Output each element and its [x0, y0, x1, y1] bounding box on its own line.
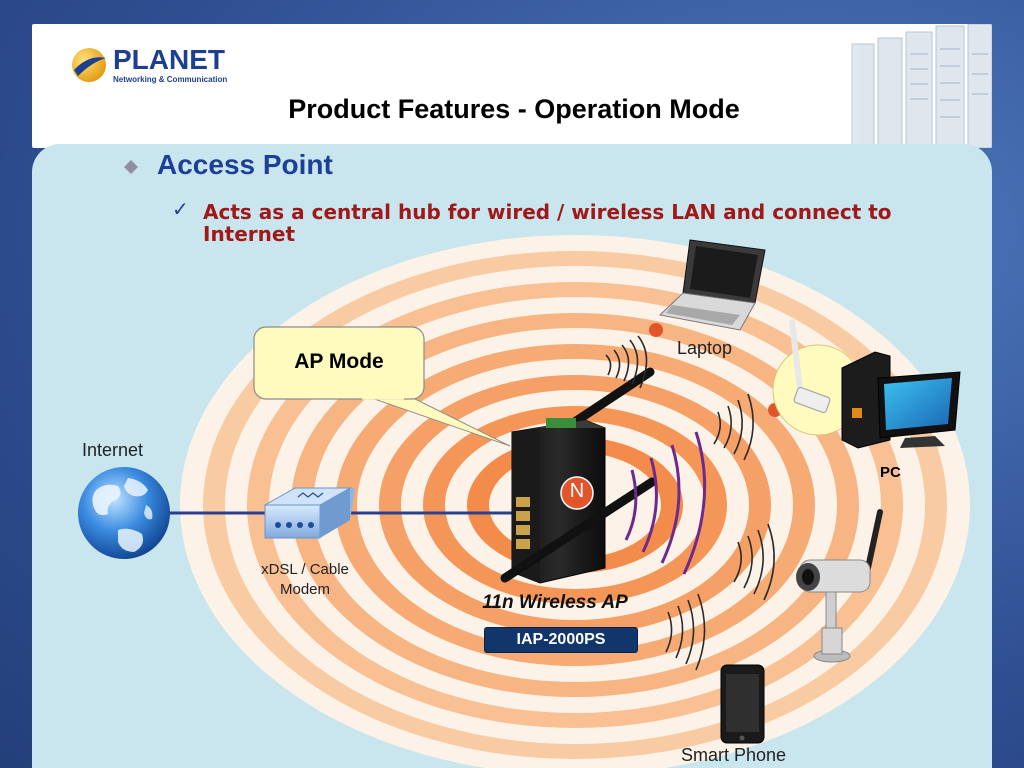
brand-name: PLANET [113, 44, 225, 75]
ip-camera-icon [796, 509, 883, 663]
modem-label-line2: Modem [279, 581, 331, 598]
smartphone-label: Smart Phone [681, 745, 787, 765]
device-name-label: 11n Wireless AP [482, 592, 628, 613]
laptop-label: Laptop [677, 338, 733, 358]
pc-label: PC [880, 464, 901, 481]
model-badge: IAP-2000PS [484, 627, 638, 653]
bullet-heading: Access Point [157, 149, 333, 180]
planet-logo-icon [72, 48, 106, 82]
callout-label: AP Mode [294, 350, 384, 373]
checkmark-icon: ✓ [172, 197, 189, 221]
n-logo-label: N [569, 480, 585, 502]
device-signal-arcs [605, 335, 775, 671]
smartphone-icon [720, 664, 765, 744]
diamond-bullet-icon [124, 160, 138, 174]
modem-label-line1: xDSL / Cable [261, 561, 349, 578]
brand-tagline: Networking & Communication [113, 75, 228, 84]
laptop-icon [658, 239, 766, 331]
internet-globe-icon [78, 467, 170, 559]
ap-mode-callout [253, 326, 511, 447]
wireless-signal-waves [624, 431, 707, 575]
xdsl-modem-icon [263, 487, 355, 539]
server-rack-illustration [792, 24, 992, 148]
internet-label: Internet [82, 440, 144, 460]
page-title: Product Features - Operation Mode [288, 94, 740, 124]
sub-bullet-text: Acts as a central hub for wired / wirele… [203, 200, 892, 246]
header-panel [32, 24, 992, 148]
pc-icon [772, 319, 961, 449]
wireless-ap-device-icon [500, 367, 657, 584]
